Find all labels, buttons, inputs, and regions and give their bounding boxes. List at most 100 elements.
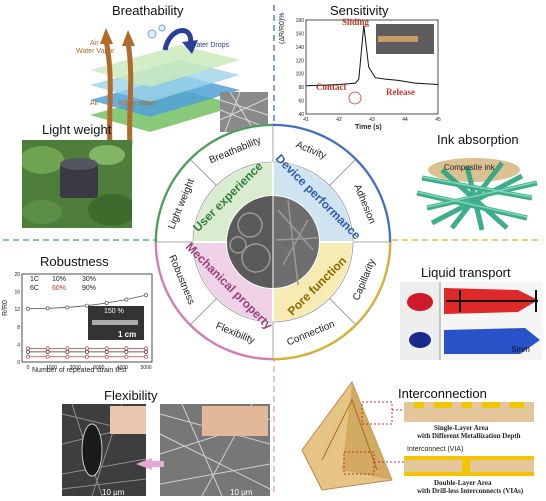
ink-absorption-title: Ink absorption [437,132,519,147]
rob-point [85,349,89,354]
sensitivity-curve [305,25,439,87]
rob-inset-strain: 150 % [104,308,124,315]
rob-point [26,306,30,311]
rob-point [144,349,148,354]
breathability-illustration [90,24,269,146]
rob-point [85,303,89,308]
rob-legend-1c: 1C [30,276,39,283]
light-weight-title: Light weight [42,122,112,137]
interconnection-title: Interconnection [398,386,487,401]
rob-xtick: 0 [27,365,30,371]
rob-legend-6c: 6C [30,285,39,292]
ink-absorption-illustration [416,158,538,231]
sens-ytick: 40 [298,112,304,118]
breath-label-vapor-1: Water Vapor [76,48,115,55]
rob-ytick: 8 [17,325,20,331]
robustness-ylabel: R/R0 [2,300,9,316]
ink-label: Composite ink [444,163,495,172]
rob-ytick: 0 [17,360,20,366]
rob-point [144,293,148,298]
rob-xtick: 4000 [117,365,128,371]
rob-point [26,349,30,354]
rob-legend-10: 10% [52,276,67,283]
sensitivity-x-ticks: 41 42 43 44 45 [303,117,441,123]
breath-label-air-1: Air [90,40,99,47]
liquid-scale: 5mm [512,345,530,354]
rob-point [65,305,70,310]
flexibility-title: Flexibility [104,388,158,403]
rob-point [104,354,109,359]
interconnection-layer1: Single-Layer Area [434,424,489,432]
sensitivity-sliding: Sliding [342,17,370,27]
robustness-xlabel: Number of repeated strain test [32,367,127,374]
interconnection-layer1-sub: with Different Metallization Depth [417,432,521,440]
rob-point [104,346,109,351]
rob-ytick: 4 [17,342,20,348]
breath-label-air-2: Air [90,100,99,107]
sens-ytick: 140 [296,45,305,51]
rob-point [45,354,50,359]
sens-xtick: 41 [303,117,309,123]
sensitivity-y-ticks: 40 60 80 100 120 140 160 180 [296,18,305,118]
rob-point [85,346,89,351]
sens-ytick: 160 [296,31,305,37]
flexibility-sem-images [62,404,271,497]
liquid-transport-photo [400,282,542,360]
interconnection-layer2: Double-Layer Area [434,479,492,487]
rob-point [65,354,70,359]
rob-xtick: 2000 [70,365,81,371]
rob-point [124,349,129,354]
sens-xtick: 43 [369,117,375,123]
sens-ytick: 80 [298,85,304,91]
rob-point [65,349,70,354]
interconnection-layer2-sub: with Drill-less Interconnects (VIAs) [417,487,524,495]
sens-xtick: 44 [402,117,408,123]
sens-ytick: 180 [296,18,305,24]
rob-point [144,354,148,359]
sens-xtick: 42 [336,117,342,123]
breathability-title: Breathability [112,3,184,18]
rob-xtick: 3000 [93,365,104,371]
rob-inset-scale: 1 cm [118,330,137,339]
rob-xtick: 1000 [46,365,57,371]
rob-point [26,354,30,359]
interconnection-via: Interconnect (VIA) [407,446,464,453]
rob-xtick: 5000 [140,365,151,371]
rob-ytick: 16 [14,290,20,296]
sens-ytick: 120 [296,58,305,64]
rob-point [124,346,129,351]
rob-point [124,354,129,359]
robustness-chart: 0 4 8 12 16 20 0 1000 2000 3000 4000 5000 [14,272,153,371]
rob-point [45,349,50,354]
rob-point [45,306,50,311]
sensitivity-xlabel: Time (s) [355,124,382,131]
sensitivity-title: Sensitivity [330,3,389,18]
sens-xtick: 45 [435,117,441,123]
light-weight-photo [22,140,132,228]
rob-point [104,349,109,354]
sensitivity-release: Release [386,87,415,97]
breath-label-vapor-2: Water Vapor [118,100,157,107]
robustness-y-ticks: 0 4 8 12 16 20 [14,272,20,366]
sens-ytick: 100 [296,72,305,78]
rob-ytick: 20 [14,272,20,278]
liquid-transport-title: Liquid transport [421,265,511,280]
robustness-x-ticks: 0 1000 2000 3000 4000 5000 [27,365,152,371]
rob-point [45,346,50,351]
rob-ytick: 12 [14,307,20,313]
rob-point [26,346,30,351]
robustness-series [26,293,148,359]
flexibility-scale-1: 10 μm [102,488,125,497]
rob-legend-60: 60% [52,285,67,292]
flexibility-scale-2: 10 μm [230,488,253,497]
rob-point [85,354,89,359]
sensitivity-ylabel: (ΔR/R0)% [279,12,286,44]
sens-ytick: 60 [298,99,304,105]
rob-legend-30: 30% [82,276,97,283]
rob-point [104,301,109,305]
rob-point [65,346,70,351]
sensitivity-contact: Contact [316,82,347,92]
rob-legend-90: 90% [82,285,97,292]
sensitivity-chart: 40 60 80 100 120 140 160 180 41 42 43 44 45 [296,18,441,123]
